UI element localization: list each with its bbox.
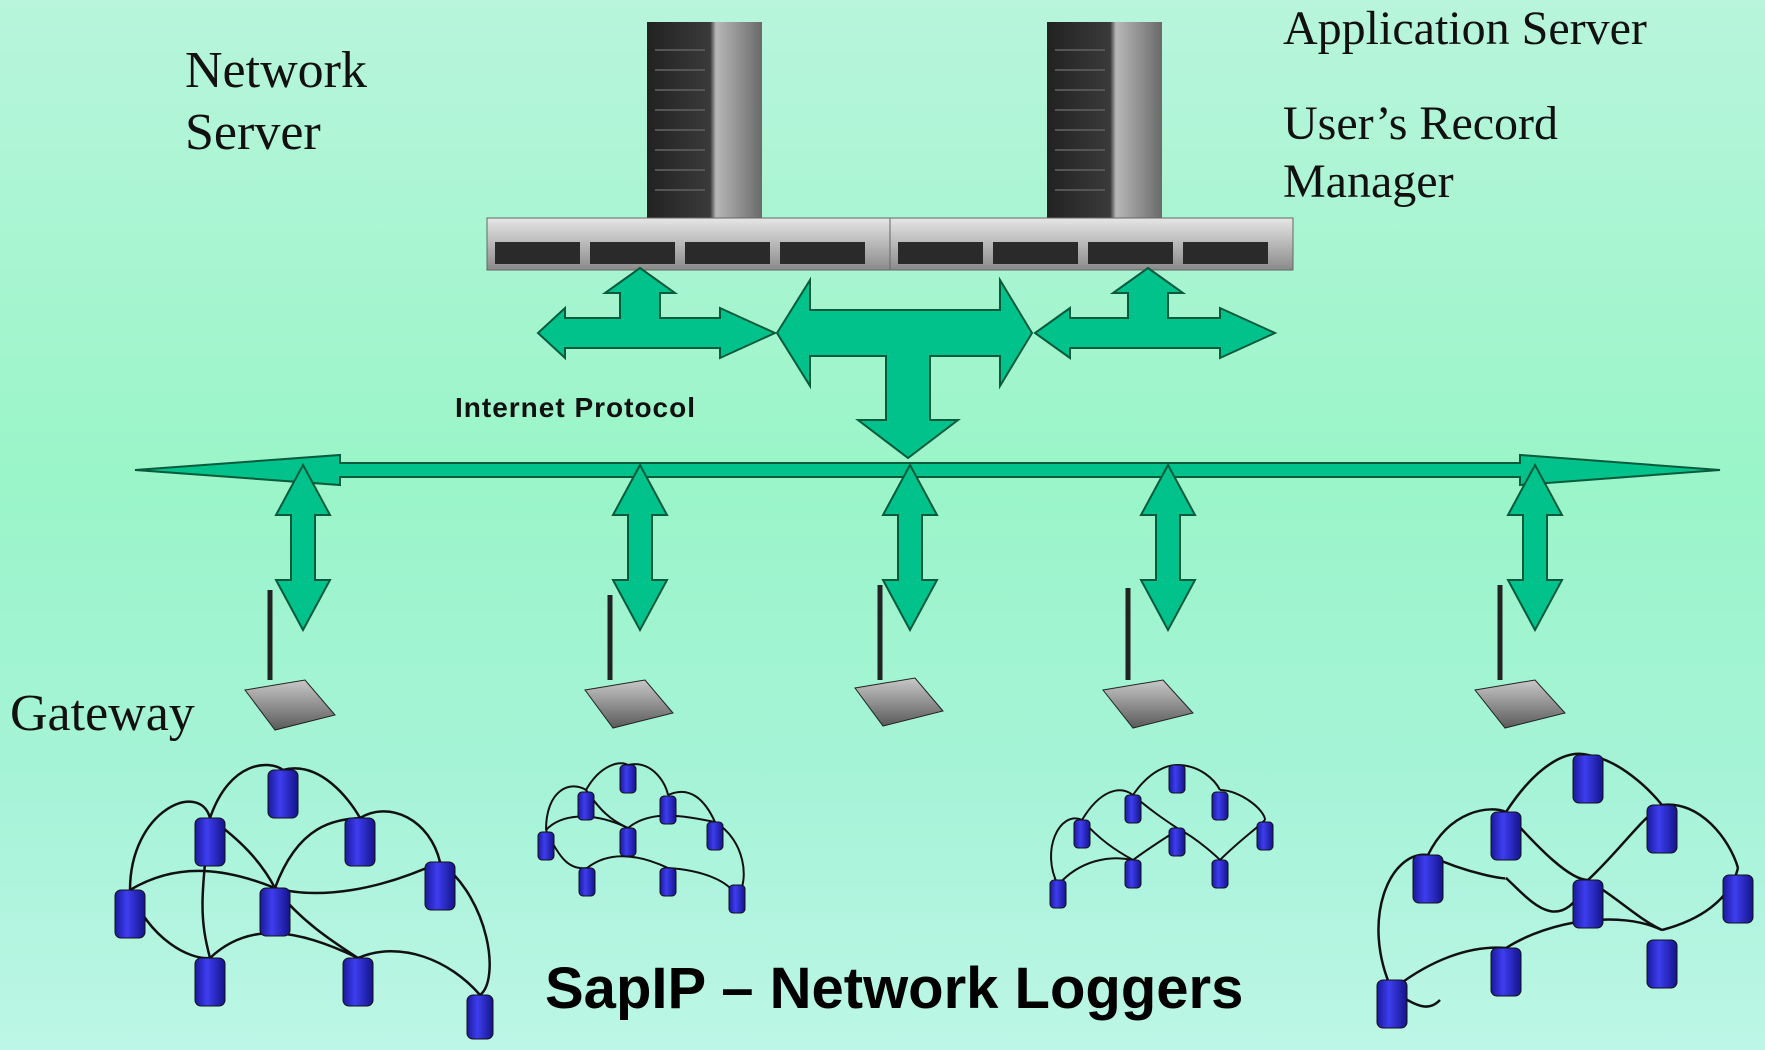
logger-node-icon — [577, 791, 595, 821]
logger-node-icon — [1073, 819, 1091, 849]
gateway-link-arrow — [881, 462, 939, 633]
logger-node-icon — [728, 884, 746, 914]
wireless-gateway-icon — [854, 585, 944, 727]
logger-node-icon — [466, 994, 494, 1040]
logger-node-icon — [194, 957, 226, 1007]
wireless-gateway-icon — [584, 595, 674, 729]
logger-node-icon — [1572, 879, 1604, 929]
page-title: SapIP – Network Loggers — [545, 956, 1244, 1021]
app-server-arrow — [1033, 266, 1278, 360]
logger-node-icon — [1376, 979, 1408, 1029]
users-record-manager-line2: Manager — [1283, 154, 1454, 208]
gateway-link-arrow — [274, 462, 332, 633]
logger-node-icon — [1646, 804, 1678, 854]
logger-node-icon — [344, 817, 376, 867]
logger-node-icon — [267, 769, 299, 819]
gateway-link-arrow — [1506, 462, 1564, 633]
arrow-group — [134, 266, 1721, 633]
logger-node-icon — [619, 764, 637, 794]
logger-node-icon — [706, 821, 724, 851]
logger-node-icon — [1049, 879, 1067, 909]
users-record-manager-line1: User’s Record — [1283, 97, 1559, 150]
logger-node-icon — [1168, 827, 1186, 857]
logger-node-icon — [578, 867, 596, 897]
logger-node-icon — [1124, 794, 1142, 824]
logger-nodes — [1376, 754, 1754, 1029]
logger-node-icon — [1124, 859, 1142, 889]
logger-node-icon — [537, 831, 555, 861]
network-server-label-line2: Server — [185, 104, 321, 162]
gateway-link-arrow — [1139, 462, 1197, 633]
network-server-arrow — [536, 266, 778, 361]
wireless-gateway-icon — [1102, 588, 1194, 729]
logger-node-icon — [1646, 939, 1678, 989]
logger-node-icon — [1168, 764, 1186, 794]
server-tower-icon — [647, 22, 762, 218]
network-server-label-line1: Network — [185, 42, 367, 99]
wireless-gateway-icon — [244, 590, 336, 731]
logger-nodes — [114, 769, 494, 1040]
logger-node-icon — [1412, 854, 1444, 904]
internet-bus — [134, 453, 1721, 487]
logger-node-icon — [424, 861, 456, 911]
gateway-link-arrow — [611, 462, 669, 633]
logger-node-icon — [659, 867, 677, 897]
rack-server-icon — [486, 217, 891, 271]
logger-nodes — [537, 764, 746, 914]
network-server-label: Network Server — [185, 40, 367, 165]
logger-nodes — [1049, 764, 1274, 909]
logger-node-icon — [1572, 754, 1604, 804]
logger-node-icon — [619, 827, 637, 857]
logger-node-icon — [1490, 947, 1522, 997]
logger-node-icon — [1256, 821, 1274, 851]
wireless-gateway-icon — [1474, 585, 1566, 729]
logger-node-icon — [659, 795, 677, 825]
logger-node-icon — [1211, 791, 1229, 821]
application-server-label: Application Server — [1283, 2, 1647, 55]
users-record-manager-label: User’s Record Manager — [1283, 95, 1558, 210]
rack-server-icon — [889, 217, 1294, 271]
server-tower-icon — [1047, 22, 1162, 218]
logger-node-icon — [342, 957, 374, 1007]
logger-node-icon — [1211, 859, 1229, 889]
internet-protocol-label: Internet Protocol — [455, 392, 697, 423]
logger-node-icon — [259, 887, 291, 937]
logger-node-icon — [114, 889, 146, 939]
logger-node-icon — [1722, 874, 1754, 924]
logger-node-icon — [1490, 811, 1522, 861]
gateway-label: Gateway — [10, 685, 195, 742]
central-bus-arrow — [775, 276, 1034, 460]
logger-node-icon — [194, 817, 226, 867]
